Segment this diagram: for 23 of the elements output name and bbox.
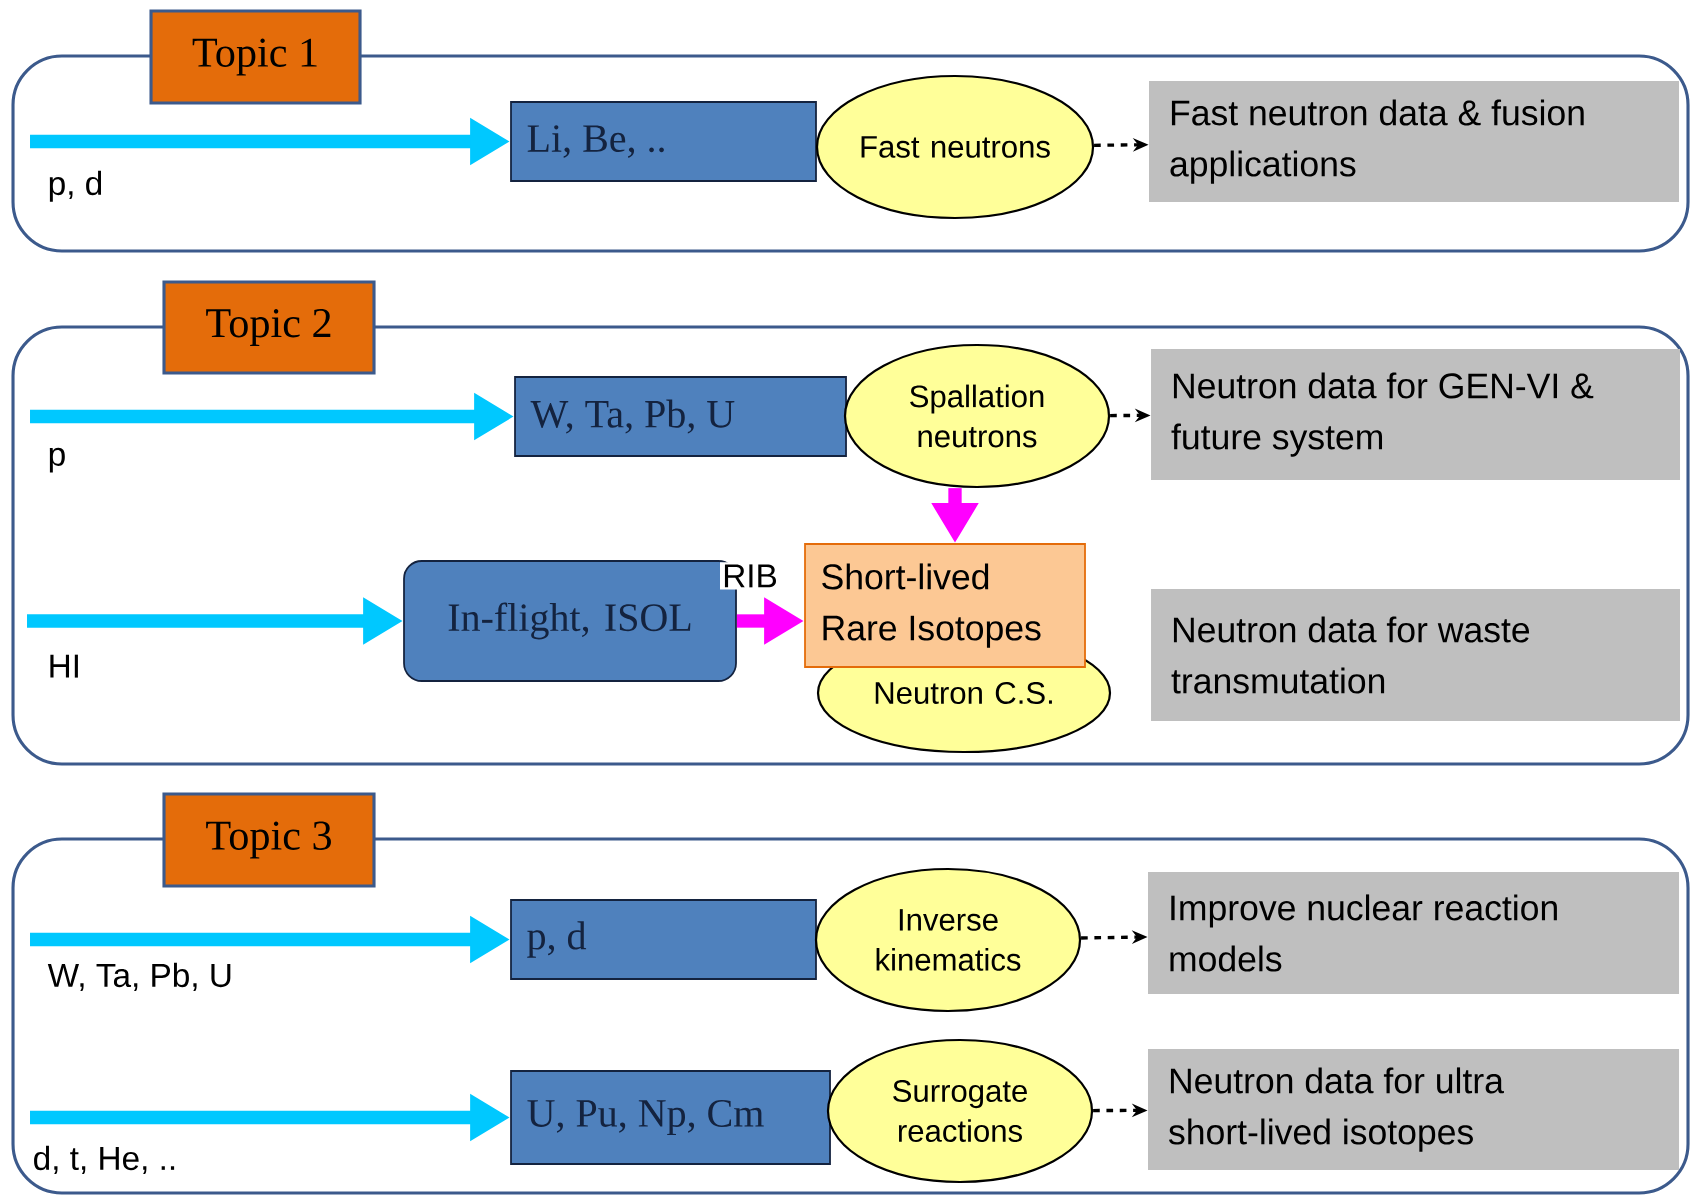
result-box: Neutron data for ultra short-lived isotopes: [1148, 1049, 1679, 1170]
topic-box: Topic 3: [162, 792, 376, 888]
target-box: U, Pu, Np, Cm: [510, 1070, 831, 1165]
result-box: Neutron data for GEN-VI & future system: [1151, 349, 1680, 480]
ellipse-node: Surrogate reactions: [826, 1038, 1094, 1184]
ellipse-node: Fast neutrons: [815, 74, 1095, 220]
edge-label: p: [45, 445, 69, 475]
edge-label: p, d: [45, 168, 106, 204]
edge-label: W, Ta, Pb, U: [45, 960, 236, 994]
target-box: W, Ta, Pb, U: [514, 376, 847, 457]
target-box: p, d: [510, 899, 817, 980]
ellipse-node: Spallation neutrons: [843, 343, 1111, 489]
ellipse-node: Inverse kinematics: [814, 867, 1082, 1013]
topic-box: Topic 1: [149, 9, 362, 105]
result-box: Improve nuclear reaction models: [1148, 872, 1679, 994]
isotope-box: Short-lived Rare Isotopes: [804, 543, 1086, 668]
topic-box: Topic 2: [162, 280, 376, 375]
edge-label: d, t, He, ..: [30, 1143, 180, 1177]
result-box: Neutron data for waste transmutation: [1151, 589, 1680, 721]
result-box: Fast neutron data & fusion applications: [1149, 81, 1679, 202]
edge-label: RIB: [720, 562, 780, 590]
edge-label: HI: [45, 652, 84, 680]
target-box: Li, Be, ..: [510, 101, 817, 182]
